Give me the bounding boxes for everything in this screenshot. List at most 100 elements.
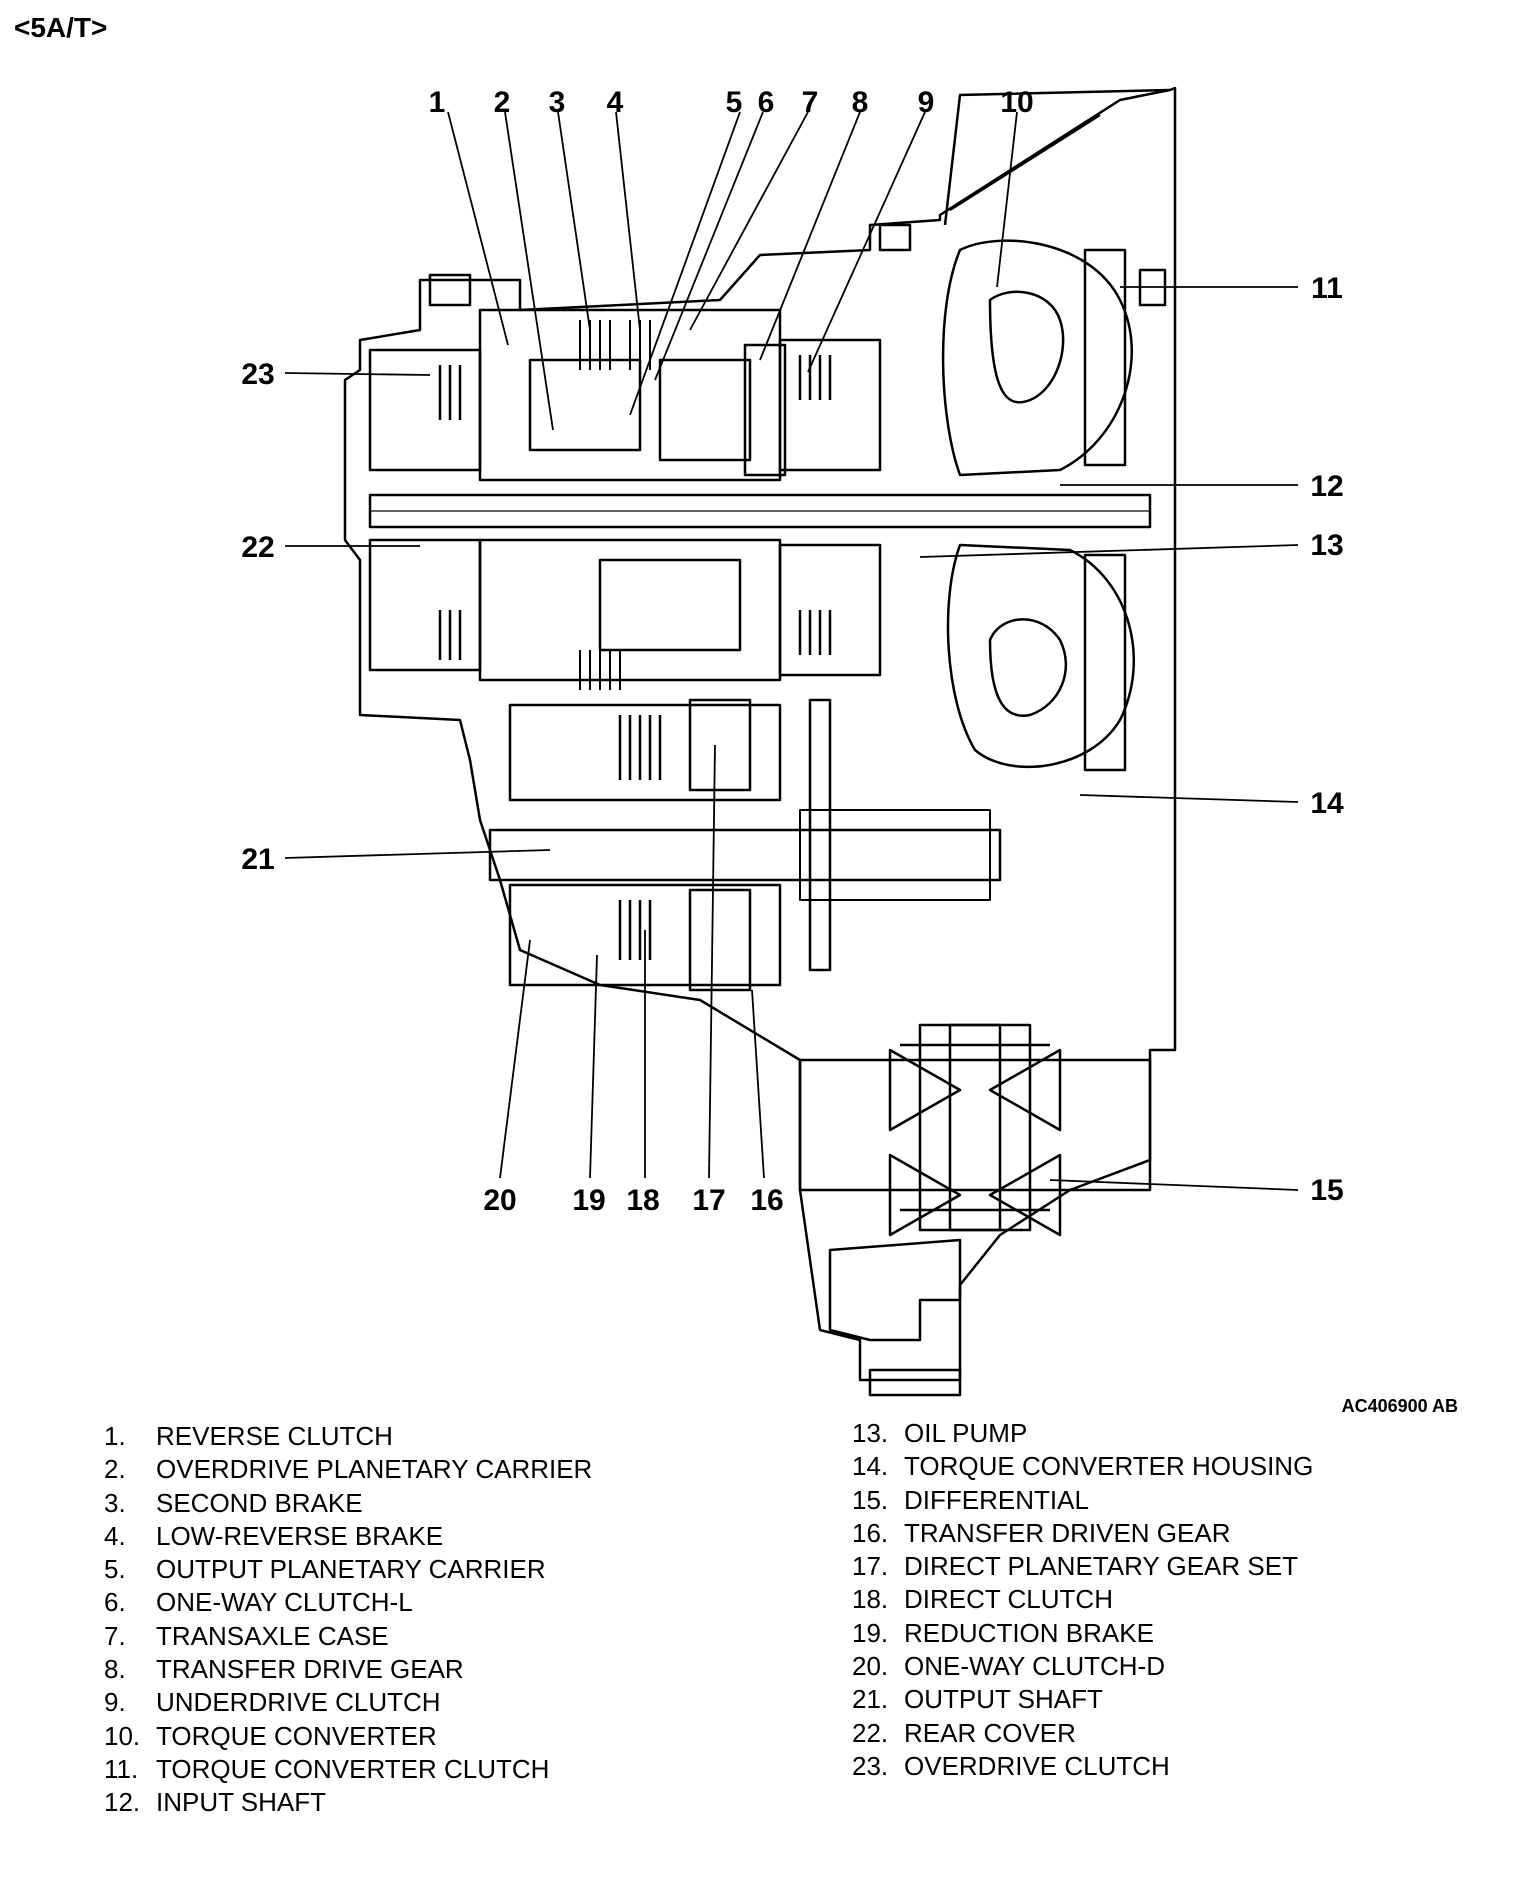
legend-item-number: 17. <box>852 1551 889 1582</box>
legend-item: 12. INPUT SHAFT <box>104 1786 592 1819</box>
callout-3: 3 <box>549 86 566 119</box>
legend-item-number: 7. <box>104 1620 126 1651</box>
legend-item-number: 11. <box>104 1753 139 1784</box>
legend-item-label: OUTPUT PLANETARY CARRIER <box>156 1554 546 1585</box>
callout-11: 11 <box>1311 272 1343 305</box>
legend-item: 10. TORQUE CONVERTER <box>104 1720 592 1753</box>
legend-item-number: 15. <box>852 1484 889 1515</box>
legend-item-number: 4. <box>104 1520 126 1551</box>
legend-item-label: TORQUE CONVERTER HOUSING <box>904 1451 1314 1482</box>
callout-9: 9 <box>918 86 935 119</box>
callout-10: 10 <box>1000 86 1033 119</box>
legend-item-label: TORQUE CONVERTER <box>156 1720 437 1751</box>
callout-17: 17 <box>692 1184 725 1217</box>
legend-column-left: 1. REVERSE CLUTCH 2. OVERDRIVE PLANETARY CA… <box>104 1420 592 1820</box>
legend-item-label: LOW-REVERSE BRAKE <box>156 1520 444 1551</box>
output-shaft <box>488 828 1002 882</box>
legend-item-number: 16. <box>852 1517 889 1548</box>
callout-1: 1 <box>429 86 446 119</box>
page-header: <5A/T> <box>14 12 108 43</box>
brake-plates <box>579 320 651 690</box>
legend-item: 15. DIFFERENTIAL <box>852 1484 1313 1517</box>
legend-item-label: REAR COVER <box>904 1717 1076 1748</box>
callout-7: 7 <box>802 86 819 119</box>
legend-item-label: TRANSFER DRIVE GEAR <box>156 1654 464 1685</box>
legend-item-number: 13. <box>852 1418 889 1448</box>
legend-item-label: INPUT SHAFT <box>156 1787 326 1818</box>
legend-item: 9. UNDERDRIVE CLUTCH <box>104 1686 592 1719</box>
callout-14: 14 <box>1310 787 1344 820</box>
transfer-drive-gear <box>743 343 787 477</box>
legend-item-number: 22. <box>852 1717 889 1748</box>
legend-item-label: TRANSAXLE CASE <box>156 1620 389 1651</box>
legend-item: 7. TRANSAXLE CASE <box>104 1620 592 1653</box>
callout-13: 13 <box>1310 529 1343 562</box>
callout-12: 12 <box>1310 470 1343 503</box>
callout-19: 19 <box>572 1184 605 1217</box>
differential <box>798 1023 1152 1342</box>
callout-8: 8 <box>852 86 869 119</box>
callout-21: 21 <box>241 843 274 876</box>
legend-item: 21. OUTPUT SHAFT <box>852 1683 1313 1716</box>
legend-item-label: DIRECT PLANETARY GEAR SET <box>904 1551 1298 1582</box>
legend-item-number: 14. <box>852 1451 889 1482</box>
legend-item-number: 5. <box>104 1554 126 1585</box>
legend-item: 8. TRANSFER DRIVE GEAR <box>104 1653 592 1686</box>
callout-16: 16 <box>750 1184 783 1217</box>
callout-20: 20 <box>483 1184 516 1217</box>
legend-item-number: 23. <box>852 1750 889 1781</box>
legend-item-label: DIRECT CLUTCH <box>904 1584 1113 1615</box>
legend-item-label: REVERSE CLUTCH <box>156 1421 393 1451</box>
legend-item-label: OUTPUT SHAFT <box>904 1684 1103 1715</box>
legend-item-number: 6. <box>104 1587 126 1618</box>
legend-item-number: 1. <box>104 1421 126 1451</box>
callout-2: 2 <box>494 86 511 119</box>
legend-item: 18. DIRECT CLUTCH <box>852 1583 1313 1616</box>
legend-item-label: DIFFERENTIAL <box>904 1484 1089 1515</box>
legend-item: 17. DIRECT PLANETARY GEAR SET <box>852 1550 1313 1583</box>
rear-cover-overdrive-clutch <box>368 348 482 672</box>
legend-item-label: REDUCTION BRAKE <box>904 1617 1154 1648</box>
underdrive-clutch <box>778 338 882 677</box>
legend-item-number: 19. <box>852 1617 889 1648</box>
legend-item: 16. TRANSFER DRIVEN GEAR <box>852 1517 1313 1550</box>
legend-item: 1. REVERSE CLUTCH <box>104 1420 592 1453</box>
legend-item-number: 10. <box>104 1720 141 1751</box>
legend-item: 20. ONE-WAY CLUTCH-D <box>852 1650 1313 1683</box>
legend-item-label: SECOND BRAKE <box>156 1487 363 1518</box>
transaxle-cross-section-diagram: 1 2 3 4 5 6 7 8 9 10 11 12 13 14 15 16 1… <box>241 86 1458 1416</box>
callout-22: 22 <box>241 531 274 564</box>
torque-converter <box>941 239 1134 477</box>
legend-item: 2. OVERDRIVE PLANETARY CARRIER <box>104 1453 592 1486</box>
legend-item-label: TORQUE CONVERTER CLUTCH <box>156 1753 550 1784</box>
legend-item-number: 2. <box>104 1454 126 1485</box>
callout-4: 4 <box>607 86 624 119</box>
legend-item-number: 21. <box>852 1684 889 1715</box>
legend-item: 6. ONE-WAY CLUTCH-L <box>104 1586 592 1619</box>
callout-15: 15 <box>1310 1174 1343 1207</box>
legend-item-label: OVERDRIVE PLANETARY CARRIER <box>156 1454 593 1485</box>
legend-item: 4. LOW-REVERSE BRAKE <box>104 1520 592 1553</box>
legend-item: 22. REAR COVER <box>852 1717 1313 1750</box>
legend-item: 23. OVERDRIVE CLUTCH <box>852 1750 1313 1783</box>
legend-item-number: 20. <box>852 1651 889 1682</box>
legend-item-label: OIL PUMP <box>904 1418 1028 1448</box>
legend-item-label: ONE-WAY CLUTCH-L <box>156 1587 413 1618</box>
legend-item: 5. OUTPUT PLANETARY CARRIER <box>104 1553 592 1586</box>
callout-6: 6 <box>758 86 775 119</box>
legend-item-number: 9. <box>104 1687 126 1718</box>
legend-item-label: UNDERDRIVE CLUTCH <box>156 1687 441 1718</box>
legend-item-number: 12. <box>104 1787 141 1818</box>
callout-5: 5 <box>726 86 743 119</box>
transfer-driven-gear <box>808 698 832 972</box>
legend-item: 19. REDUCTION BRAKE <box>852 1617 1313 1650</box>
legend-item-label: OVERDRIVE CLUTCH <box>904 1750 1170 1781</box>
legend-item-number: 3. <box>104 1487 126 1518</box>
legend-item-label: TRANSFER DRIVEN GEAR <box>904 1517 1231 1548</box>
legend-item-label: ONE-WAY CLUTCH-D <box>904 1651 1165 1682</box>
legend-item: 11. TORQUE CONVERTER CLUTCH <box>104 1753 592 1786</box>
legend-item-number: 18. <box>852 1584 889 1615</box>
callout-23: 23 <box>241 358 274 391</box>
legend-item: 13. OIL PUMP <box>852 1417 1313 1450</box>
legend-item-number: 8. <box>104 1654 126 1685</box>
